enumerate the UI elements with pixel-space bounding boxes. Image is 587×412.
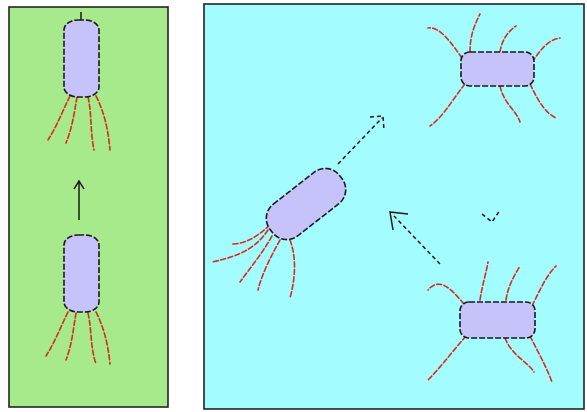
tick-mark [481, 209, 501, 224]
bacterium-body [459, 301, 536, 339]
flagella-icon [427, 261, 557, 383]
flagella-icon [211, 224, 296, 299]
bacterium-left-top [47, 12, 111, 151]
bacterium-right-bottom [427, 261, 557, 383]
bacterium-right-top [427, 13, 561, 127]
arrow-icon [73, 179, 85, 220]
bacterium-body [63, 19, 100, 98]
bacterium-body [265, 167, 347, 241]
arrow-icon [389, 211, 441, 265]
bacterium-tilted [211, 167, 347, 299]
flagella-icon [47, 95, 111, 151]
bacterium-body [460, 51, 535, 87]
bacterium-body [63, 234, 100, 313]
flagella-icon [45, 311, 111, 365]
arrow-icon [337, 115, 385, 165]
bacterium-left-bottom [45, 234, 111, 365]
